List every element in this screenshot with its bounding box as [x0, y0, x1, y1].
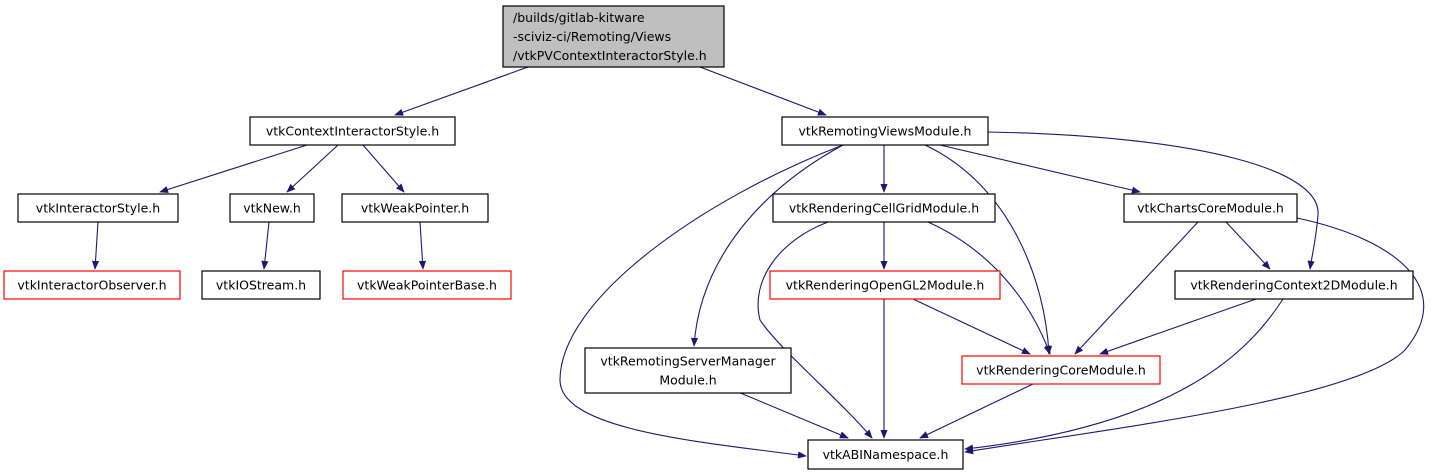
node-label: /builds/gitlab-kitware [513, 10, 645, 25]
node-cc[interactable]: vtkChartsCoreModule.h [1123, 193, 1298, 223]
node-box[interactable] [781, 116, 989, 146]
node-label: -sciviz-ci/Remoting/Views [513, 29, 671, 44]
edge-rv-to-c2d [987, 131, 1319, 270]
node-label: vtkRenderingCellGridModule.h [789, 201, 979, 216]
node-box[interactable] [772, 193, 996, 223]
edge-rv-to-core [924, 144, 1053, 355]
edge-cg-to-core [927, 221, 1051, 355]
edge-cis-to-new [286, 144, 339, 193]
node-box[interactable] [769, 270, 1001, 300]
node-label: vtkRenderingCoreModule.h [976, 363, 1146, 378]
node-label: /vtkPVContextInteractorStyle.h [513, 48, 707, 63]
edge-new-to-ios [261, 221, 270, 270]
node-rv[interactable]: vtkRemotingViewsModule.h [781, 116, 989, 146]
node-box[interactable] [342, 270, 512, 300]
edge-wp-to-wpb [418, 221, 427, 270]
node-box[interactable] [961, 355, 1161, 385]
node-label: vtkInteractorStyle.h [36, 201, 160, 216]
node-label: vtkContextInteractorStyle.h [266, 124, 439, 139]
node-box[interactable] [341, 193, 489, 223]
node-wpb[interactable]: vtkWeakPointerBase.h [342, 270, 512, 300]
node-label: vtkIOStream.h [216, 278, 306, 293]
edges [91, 66, 1425, 459]
edge-cg-to-abi [757, 221, 873, 439]
node-core[interactable]: vtkRenderingCoreModule.h [961, 355, 1161, 385]
node-gl[interactable]: vtkRenderingOpenGL2Module.h [769, 270, 1001, 300]
node-new[interactable]: vtkNew.h [229, 193, 315, 223]
node-label: vtkWeakPointer.h [361, 201, 469, 216]
node-label: Module.h [659, 373, 716, 388]
node-label: vtkInteractorObserver.h [17, 278, 166, 293]
node-io[interactable]: vtkInteractorObserver.h [3, 270, 181, 300]
node-box[interactable] [584, 347, 792, 394]
node-box[interactable] [17, 193, 179, 223]
node-abi[interactable]: vtkABINamespace.h [807, 439, 964, 470]
edge-c2d-to-core [1099, 298, 1257, 355]
node-ios[interactable]: vtkIOStream.h [201, 270, 321, 300]
node-label: vtkRemotingViewsModule.h [799, 124, 972, 139]
node-c2d[interactable]: vtkRenderingContext2DModule.h [1174, 270, 1414, 300]
edge-c2d-to-abi [964, 298, 1284, 452]
edge-rv-to-cc [939, 144, 1141, 194]
edge-rv-to-sm [690, 144, 844, 347]
edge-gl-to-core [912, 298, 1031, 355]
edge-cc-to-core [1074, 221, 1199, 355]
edge-is-to-io [91, 221, 100, 270]
node-label: vtkRenderingOpenGL2Module.h [786, 278, 985, 293]
node-box[interactable] [229, 193, 315, 223]
edge-cc-to-abi [964, 217, 1425, 455]
node-cis[interactable]: vtkContextInteractorStyle.h [249, 116, 456, 146]
node-root[interactable]: /builds/gitlab-kitware -sciviz-ci/Remotin… [502, 5, 725, 68]
edge-core-to-abi [919, 383, 1034, 439]
node-label: vtkNew.h [243, 201, 301, 216]
edge-sm-to-abi [737, 391, 849, 439]
edge-root-to-rv [699, 66, 827, 116]
node-box[interactable] [1174, 270, 1414, 300]
node-label: vtkABINamespace.h [823, 447, 949, 462]
edge-root-to-cis [394, 66, 529, 116]
edge-rv-to-abi [559, 144, 844, 459]
node-box[interactable] [201, 270, 321, 300]
edge-cc-to-c2d [1225, 221, 1271, 270]
nodes: /builds/gitlab-kitware -sciviz-ci/Remotin… [3, 5, 1414, 470]
node-box[interactable] [249, 116, 456, 146]
node-box[interactable] [807, 439, 964, 470]
node-cg[interactable]: vtkRenderingCellGridModule.h [772, 193, 996, 223]
node-label: vtkWeakPointerBase.h [357, 278, 497, 293]
node-box[interactable] [1123, 193, 1298, 223]
node-label: vtkRemotingServerManager [600, 354, 776, 369]
node-is[interactable]: vtkInteractorStyle.h [17, 193, 179, 223]
edge-cis-to-wp [362, 144, 405, 193]
node-box[interactable] [3, 270, 181, 300]
node-label: vtkChartsCoreModule.h [1137, 201, 1284, 216]
node-wp[interactable]: vtkWeakPointer.h [341, 193, 489, 223]
node-label: vtkRenderingContext2DModule.h [1190, 278, 1397, 293]
edge-cis-to-is [159, 144, 308, 193]
node-box[interactable] [502, 5, 725, 68]
